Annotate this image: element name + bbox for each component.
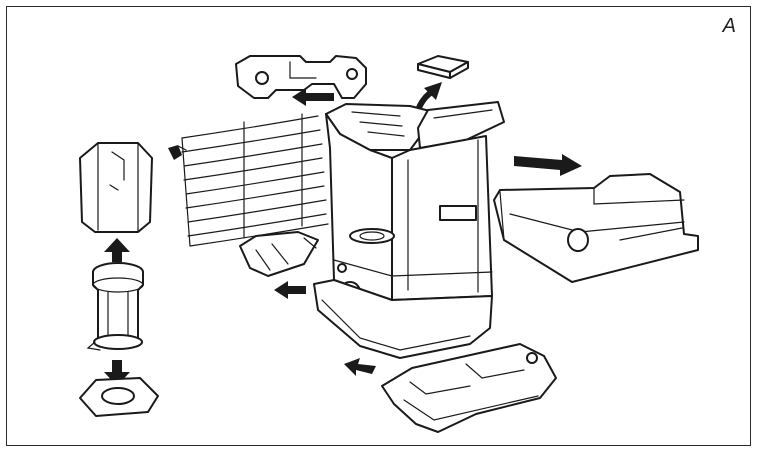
base-plate-part (79, 377, 159, 417)
top-guard-part (235, 55, 367, 99)
grille-arrow-icon (168, 145, 182, 160)
burner-cylinder-part (86, 262, 144, 351)
arrow-down-left-icon (344, 358, 376, 376)
arrow-left-mid-icon (274, 281, 306, 299)
heater-body-part (313, 101, 505, 359)
arrow-down-icon (104, 360, 130, 386)
arrow-left-top-icon (292, 88, 334, 106)
reflector-grille-part (177, 113, 329, 247)
lid-cap-part (417, 55, 469, 79)
front-guard-part (381, 343, 557, 433)
figure-label: A (722, 15, 736, 37)
drip-tray-part (239, 231, 319, 277)
arrow-right-icon (514, 154, 582, 176)
outer-chimney-part (79, 142, 153, 233)
arrow-up-icon (104, 238, 130, 262)
fuel-tank-part (493, 173, 699, 283)
